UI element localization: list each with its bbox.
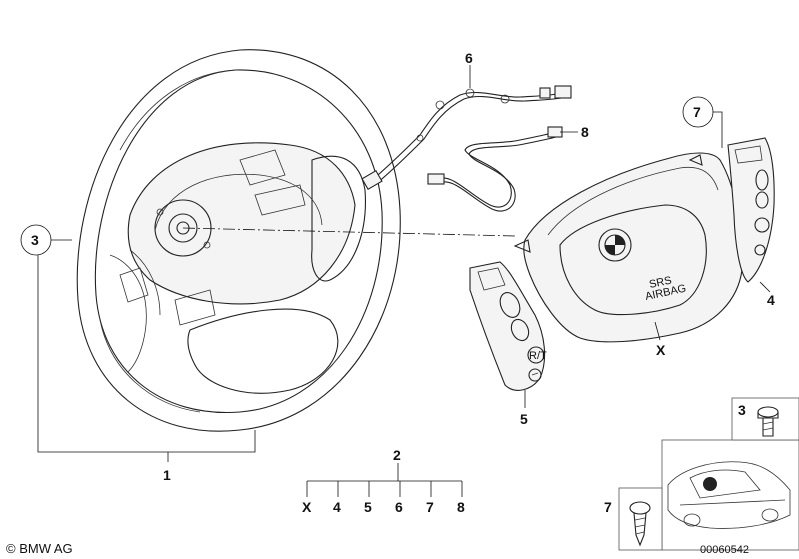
- car-silhouette-icon: [667, 461, 791, 529]
- label-screw: 3: [31, 232, 39, 248]
- multifunction-button-left[interactable]: R/T: [469, 261, 547, 391]
- label-kit: 2: [393, 447, 401, 463]
- kit-item-0: X: [302, 499, 312, 515]
- kit-item-5: 8: [457, 499, 465, 515]
- steering-wheel[interactable]: [76, 49, 401, 432]
- inset-label-tapping-screw: 7: [604, 499, 612, 515]
- label-steering-wheel: 1: [163, 467, 171, 483]
- label-tapping-screw: 7: [693, 104, 701, 120]
- airbag-logo-srs: SRS: [648, 274, 673, 290]
- button-rt-glyph: R/T: [529, 350, 547, 362]
- kit-item-1: 4: [333, 499, 341, 515]
- kit-item-3: 6: [395, 499, 403, 515]
- diagram-number: 00060542: [700, 544, 749, 556]
- connection-cable[interactable]: [427, 126, 563, 212]
- label-button-right: 4: [767, 292, 775, 308]
- label-cable: 8: [581, 124, 589, 140]
- torx-screw-icon: [757, 406, 779, 437]
- inset-panel: 3 7: [604, 397, 799, 551]
- tapping-screw-icon: [629, 501, 651, 547]
- inset-label-screw: 3: [738, 402, 746, 418]
- multifunction-button-right[interactable]: [727, 137, 775, 283]
- kit-item-2: 5: [364, 499, 372, 515]
- label-harness: 6: [465, 50, 473, 66]
- label-button-left: 5: [520, 411, 528, 427]
- copyright-text: © BMW AG: [6, 541, 73, 556]
- label-airbag: X: [656, 342, 666, 358]
- airbag-module[interactable]: SRS AIRBAG: [513, 152, 744, 343]
- location-marker-icon: [703, 477, 717, 491]
- wiring-harness[interactable]: [361, 85, 572, 190]
- kit-item-4: 7: [426, 499, 434, 515]
